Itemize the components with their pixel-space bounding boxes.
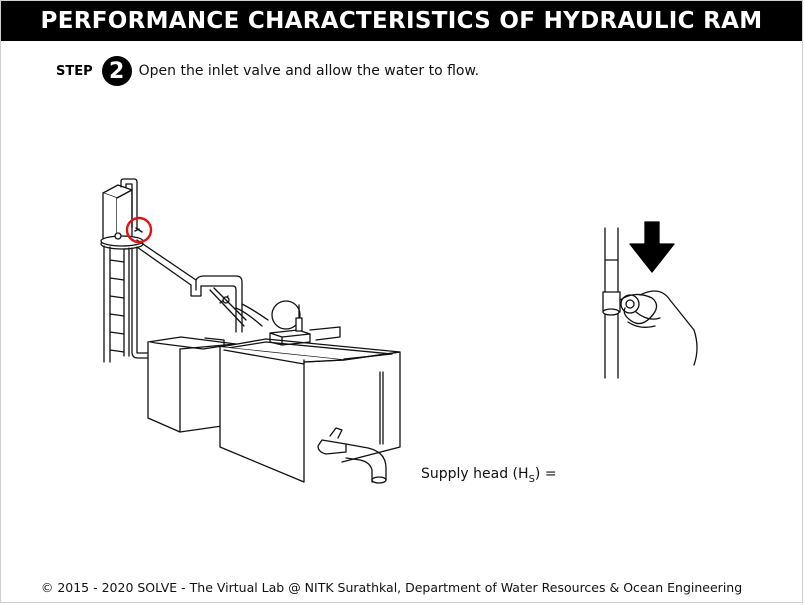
collection-tank <box>219 338 401 483</box>
step-label: STEP <box>56 63 93 79</box>
down-arrow-icon <box>629 221 675 273</box>
footer-copyright: © 2015 - 2020 SOLVE - The Virtual Lab @ … <box>40 580 743 595</box>
supply-head-label: Supply head (HS) = <box>421 466 557 485</box>
supply-head-subscript: S <box>528 473 535 485</box>
inlet-valve-icon[interactable] <box>134 227 143 233</box>
platform <box>100 232 144 250</box>
riser-pipe <box>131 247 151 359</box>
supply-head-suffix: ) = <box>534 466 557 482</box>
inlet-valve-highlight-icon[interactable] <box>125 216 153 244</box>
ram-assembly <box>269 300 341 346</box>
step-number-badge: 2 <box>101 56 132 86</box>
hand-icon <box>619 290 698 366</box>
delivery-pipe <box>136 239 269 333</box>
outlet-tap <box>317 427 387 484</box>
ladder <box>103 245 130 363</box>
waste-tank <box>147 336 237 433</box>
step-text: Open the inlet valve and allow the water… <box>138 63 480 79</box>
page-title: PERFORMANCE CHARACTERISTICS OF HYDRAULIC… <box>1 1 802 41</box>
supply-head-prefix: Supply head (H <box>421 466 529 482</box>
valve-zoom-inset <box>602 227 640 379</box>
step-instruction: STEP 2 Open the inlet valve and allow th… <box>56 56 479 86</box>
